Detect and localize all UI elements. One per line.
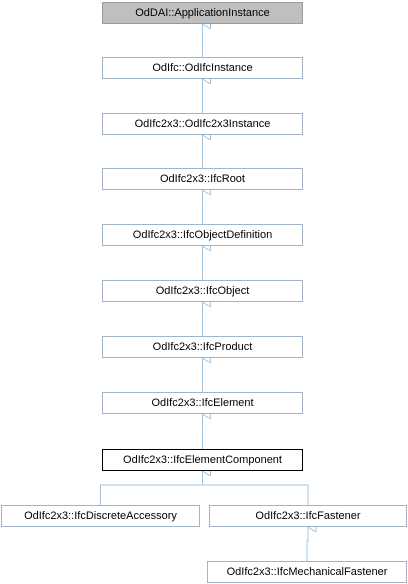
edge-ifc-discrete-accessory-to-ifc-element-component: [100, 471, 203, 505]
node-ifc-object-definition[interactable]: OdIfc2x3::IfcObjectDefinition: [102, 224, 303, 246]
node-application-instance[interactable]: OdDAI::ApplicationInstance: [102, 2, 303, 24]
node-ifc-root[interactable]: OdIfc2x3::IfcRoot: [102, 168, 303, 190]
node-ifc-discrete-accessory[interactable]: OdIfc2x3::IfcDiscreteAccessory: [1, 505, 200, 527]
node-odifc-instance[interactable]: OdIfc::OdIfcInstance: [102, 57, 303, 79]
edge-ifc-fastener-to-ifc-element-component: [203, 471, 309, 505]
node-ifc-mechanical-fastener[interactable]: OdIfc2x3::IfcMechanicalFastener: [207, 561, 407, 583]
edge-ifc-mechanical-fastener-to-ifc-fastener: [306, 527, 308, 561]
node-ifc-fastener[interactable]: OdIfc2x3::IfcFastener: [209, 505, 407, 527]
node-ifc-element-component: OdIfc2x3::IfcElementComponent: [102, 449, 303, 471]
node-odifc2x3-instance[interactable]: OdIfc2x3::OdIfc2x3Instance: [102, 113, 303, 135]
node-ifc-element[interactable]: OdIfc2x3::IfcElement: [102, 392, 303, 414]
node-ifc-product[interactable]: OdIfc2x3::IfcProduct: [102, 336, 303, 358]
node-ifc-object[interactable]: OdIfc2x3::IfcObject: [102, 280, 303, 302]
